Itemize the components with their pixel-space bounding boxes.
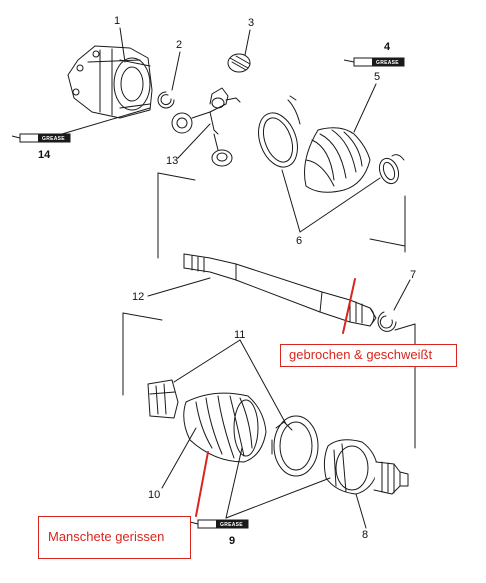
part-number-10: 10 bbox=[148, 489, 160, 501]
grease-tube-icon-14: GREASE bbox=[11, 133, 71, 143]
part-number-14: 14 bbox=[38, 149, 51, 161]
part-12-shaft bbox=[183, 253, 377, 327]
part-number-11: 11 bbox=[234, 329, 245, 341]
leader-lines bbox=[61, 27, 411, 529]
svg-text:GREASE: GREASE bbox=[42, 136, 65, 142]
part-number-2: 2 bbox=[176, 39, 182, 51]
part-6-clamp-small bbox=[378, 154, 405, 185]
part-number-5: 5 bbox=[374, 71, 380, 83]
part-number-8: 8 bbox=[362, 529, 368, 541]
part-number-4: 4 bbox=[384, 41, 391, 53]
grease-tube-icon-9: GREASE bbox=[189, 519, 249, 529]
part-7-circlip bbox=[377, 311, 397, 332]
perspective-guide-upper bbox=[157, 172, 406, 259]
callout-broken-welded: gebrochen & geschweißt bbox=[280, 344, 457, 367]
part-3-roller bbox=[227, 53, 251, 73]
part-number-6: 6 bbox=[296, 235, 302, 247]
grease-tube-icon-4: GREASE bbox=[343, 57, 405, 67]
part-number-3: 3 bbox=[248, 17, 254, 29]
part-8-cv-joint bbox=[323, 439, 409, 495]
part-1-housing bbox=[67, 45, 153, 119]
part-number-7: 7 bbox=[410, 269, 416, 281]
part-10-lower-boot bbox=[183, 392, 267, 463]
part-number-1: 1 bbox=[114, 15, 120, 27]
svg-text:GREASE: GREASE bbox=[376, 60, 399, 66]
part-5-upper-boot bbox=[304, 127, 371, 193]
part-number-13: 13 bbox=[166, 155, 178, 167]
callout-pointers bbox=[195, 278, 356, 517]
part-2-circlip bbox=[157, 91, 175, 109]
part-13-tripod bbox=[171, 87, 241, 167]
part-number-9: 9 bbox=[229, 535, 235, 547]
part-11-clamp-small bbox=[147, 379, 179, 419]
part-6-clamp-large bbox=[258, 95, 301, 168]
part-11-clamp-large bbox=[271, 415, 319, 477]
part-number-12: 12 bbox=[132, 291, 144, 303]
svg-text:GREASE: GREASE bbox=[220, 522, 243, 528]
callout-boot-torn: Manschete gerissen bbox=[38, 516, 191, 559]
